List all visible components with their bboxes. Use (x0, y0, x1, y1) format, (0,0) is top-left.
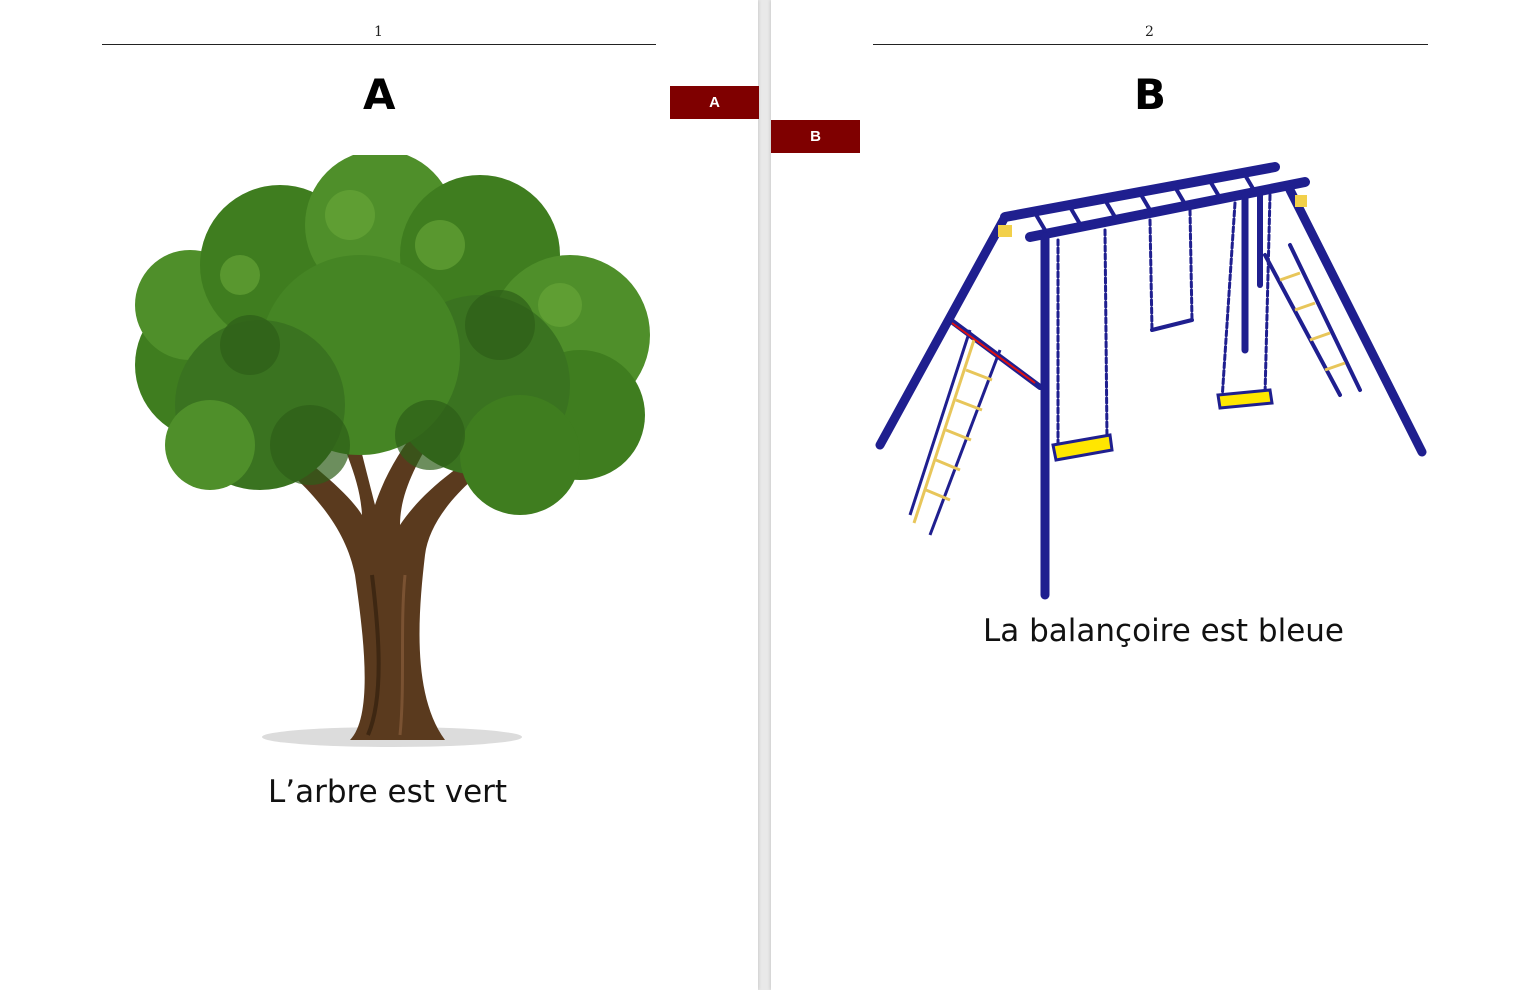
page-2: 2 B La balançoire est bleue (771, 0, 1530, 990)
bookmark-tab-b[interactable]: B (771, 120, 860, 153)
bookmark-tab-a[interactable]: A (670, 86, 759, 119)
caption: La balançoire est bleue (983, 613, 1344, 649)
header-rule (102, 44, 656, 45)
tree-icon (135, 155, 650, 747)
caption: L’arbre est vert (268, 774, 508, 810)
header-rule (873, 44, 1428, 45)
swing-set-icon (875, 162, 1427, 600)
